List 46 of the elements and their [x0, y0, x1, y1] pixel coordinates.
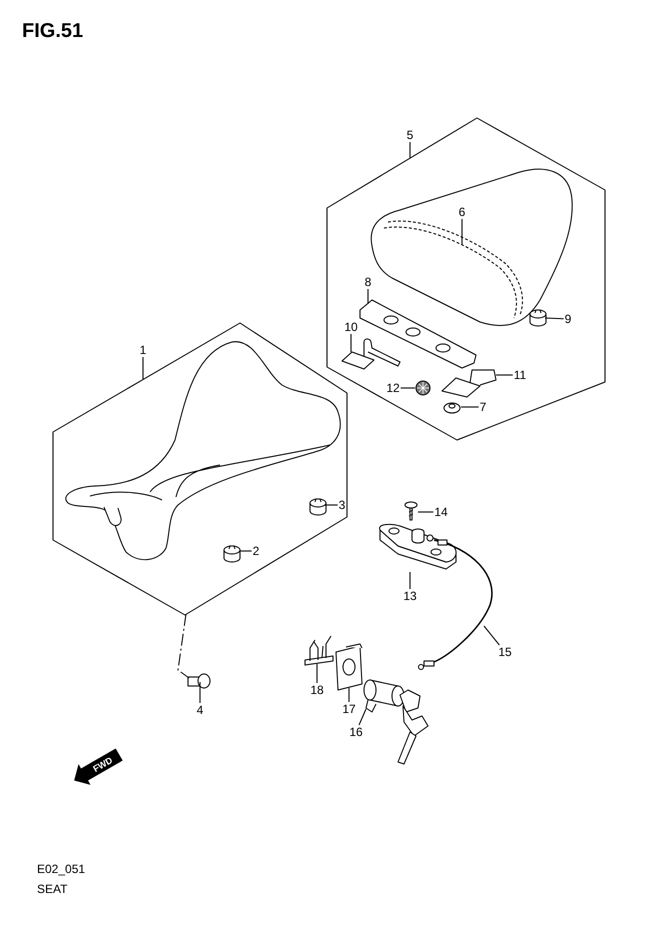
callout-number: 9 — [564, 312, 572, 326]
rubber-cushion-drawing — [529, 308, 547, 328]
assembly-outline — [327, 118, 605, 440]
leader-line — [324, 504, 338, 506]
plate-drawing — [334, 643, 364, 692]
callout-number: 15 — [497, 645, 513, 659]
leader-line — [460, 406, 480, 408]
nut-drawing — [443, 401, 462, 414]
callout-number: 12 — [385, 381, 401, 395]
nut-drawing — [415, 380, 432, 397]
assembly-line — [177, 614, 190, 678]
clip-drawing — [303, 633, 336, 666]
callout-number: 18 — [309, 683, 325, 697]
callout-number: 3 — [338, 498, 346, 512]
callout-number: 14 — [433, 505, 449, 519]
caption-text: SEAT — [37, 882, 68, 896]
assembly-outline — [53, 323, 347, 615]
callout-number: 4 — [196, 703, 204, 717]
caption-text: E02_051 — [37, 862, 86, 876]
leader-line — [142, 356, 144, 380]
callout-number: 2 — [252, 544, 260, 558]
leader-line — [350, 334, 352, 352]
callout-number: 11 — [512, 368, 528, 382]
rubber-cushion-drawing — [223, 545, 241, 563]
leader-line — [358, 708, 366, 726]
leader-line — [316, 664, 318, 684]
callout-number: 16 — [348, 725, 364, 739]
leader-line — [240, 550, 252, 552]
callout-number: 7 — [478, 400, 488, 414]
leader-line — [496, 374, 514, 376]
callout-number: 1 — [138, 343, 148, 357]
callout-number: 10 — [343, 320, 359, 334]
figure-title: FIG.51 — [22, 20, 84, 43]
callout-number: 6 — [458, 205, 466, 219]
callout-number: 17 — [341, 702, 357, 716]
callout-number: 8 — [364, 275, 372, 289]
bolt-drawing — [186, 673, 212, 689]
leader-line — [544, 318, 564, 320]
callout-number: 13 — [402, 589, 418, 603]
screw-drawing — [403, 501, 418, 522]
leader-line — [484, 626, 500, 646]
leader-line — [348, 688, 350, 702]
bracket-drawing — [340, 337, 402, 370]
direction-label: FWD — [92, 756, 114, 774]
rubber-cushion-drawing — [309, 498, 327, 516]
callout-number: 5 — [406, 128, 414, 142]
